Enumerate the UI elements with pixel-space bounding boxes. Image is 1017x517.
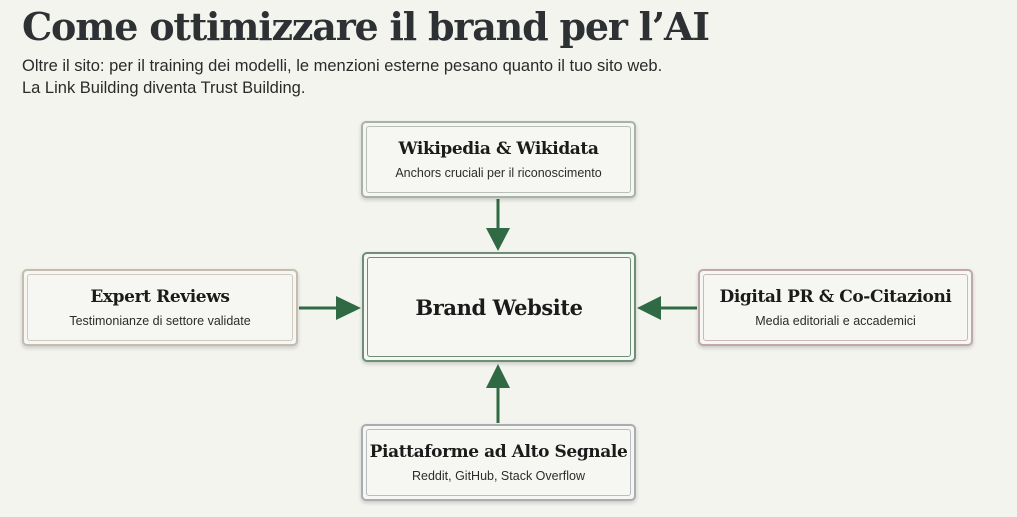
node-subtitle: Reddit, GitHub, Stack Overflow <box>412 469 585 483</box>
arrow-left-icon <box>637 296 697 320</box>
node-high-signal-platforms: Piattaforme ad Alto Segnale Reddit, GitH… <box>361 424 636 501</box>
node-expert-reviews: Expert Reviews Testimonianze di settore … <box>22 269 298 346</box>
node-title: Digital PR & Co-Citazioni <box>719 287 952 307</box>
node-brand-website: Brand Website <box>362 252 636 362</box>
arrow-up-icon <box>486 364 510 423</box>
node-subtitle: Media editoriali e accademici <box>755 314 916 328</box>
node-title: Piattaforme ad Alto Segnale <box>369 442 628 462</box>
node-title: Wikipedia & Wikidata <box>398 139 599 159</box>
node-subtitle: Anchors cruciali per il riconoscimento <box>395 166 602 180</box>
node-title: Brand Website <box>415 294 583 320</box>
node-wikipedia-wikidata: Wikipedia & Wikidata Anchors cruciali pe… <box>361 121 636 198</box>
node-digital-pr: Digital PR & Co-Citazioni Media editoria… <box>698 269 973 346</box>
node-subtitle: Testimonianze di settore validate <box>69 314 251 328</box>
node-title: Expert Reviews <box>90 287 230 307</box>
page-subtitle: Oltre il sito: per il training dei model… <box>22 57 663 97</box>
arrow-right-icon <box>299 296 361 320</box>
arrow-down-icon <box>486 199 510 251</box>
page-title: Come ottimizzare il brand per l’AI <box>22 4 710 49</box>
